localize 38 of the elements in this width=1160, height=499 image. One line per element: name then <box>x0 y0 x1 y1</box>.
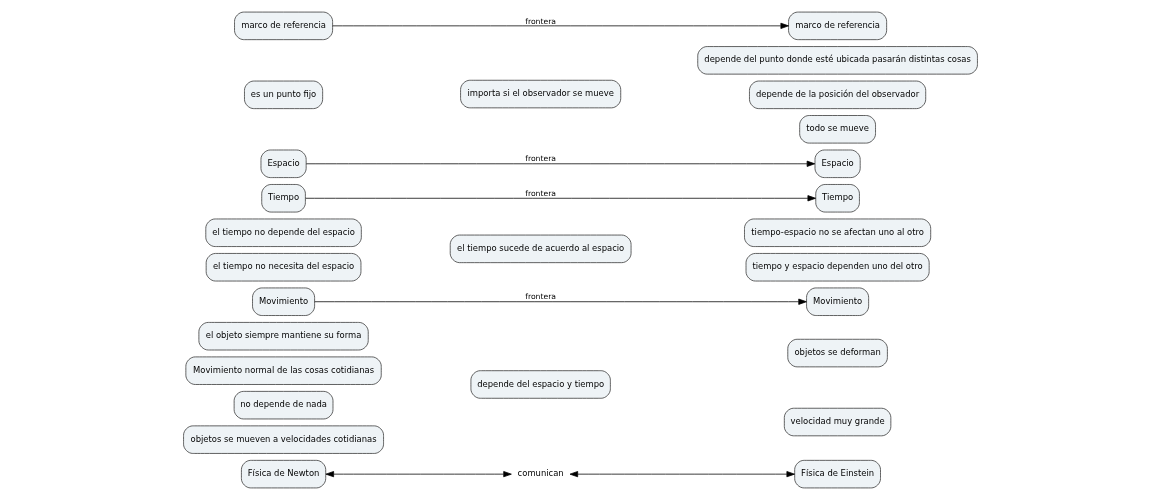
node-box: el tiempo no depende del espacio <box>204 218 362 247</box>
node-box: Movimiento <box>805 287 869 316</box>
node-box: Espacio <box>260 149 307 178</box>
arrow <box>305 160 815 167</box>
node-box: Movimiento normal de las cosas cotidianas <box>184 356 382 385</box>
node-box: el tiempo no necesita del espacio <box>205 252 361 281</box>
node-box: Movimiento <box>251 287 315 316</box>
node-box: tiempo y espacio dependen uno del otro <box>745 252 930 281</box>
node-box: tiempo-espacio no se afectan uno al otro <box>743 218 931 247</box>
arrow <box>304 194 816 201</box>
edge-label: frontera <box>524 16 556 26</box>
node-box: Tiempo <box>814 183 860 212</box>
node-box: depende del espacio y tiempo <box>470 369 611 399</box>
node-box: todo se mueve <box>798 114 876 143</box>
node-box: marco de referencia <box>233 11 333 40</box>
node-box: Física de Newton <box>240 459 326 488</box>
node-box: depende de la posición del observador <box>748 80 926 109</box>
node-box: el tiempo sucede de acuerdo al espacio <box>449 234 631 263</box>
edge-label: frontera <box>524 188 556 198</box>
node-box: el objeto siempre mantiene su forma <box>198 321 369 350</box>
node-box: depende del punto donde esté ubicada pasarán distintas cosas <box>696 45 978 75</box>
arrow <box>569 470 795 477</box>
node-box: Espacio <box>814 149 861 178</box>
node-box: Tiempo <box>260 183 306 212</box>
node-box: objetos se mueven a velocidades cotidianas <box>182 424 384 454</box>
arrow <box>313 298 807 305</box>
edge-label: frontera <box>524 291 556 301</box>
node-box: marco de referencia <box>787 11 887 40</box>
arrow <box>331 22 789 29</box>
node-box: es un punto fijo <box>243 80 323 109</box>
node-text: comunican <box>517 467 564 478</box>
node-box: velocidad muy grande <box>783 407 891 436</box>
edge-label: frontera <box>524 153 556 163</box>
node-box: objetos se deforman <box>786 338 888 367</box>
node-box: Física de Einstein <box>793 459 881 488</box>
node-box: importa si el observador se mueve <box>459 79 621 108</box>
node-box: no depende de nada <box>233 390 333 419</box>
arrow <box>325 470 512 477</box>
